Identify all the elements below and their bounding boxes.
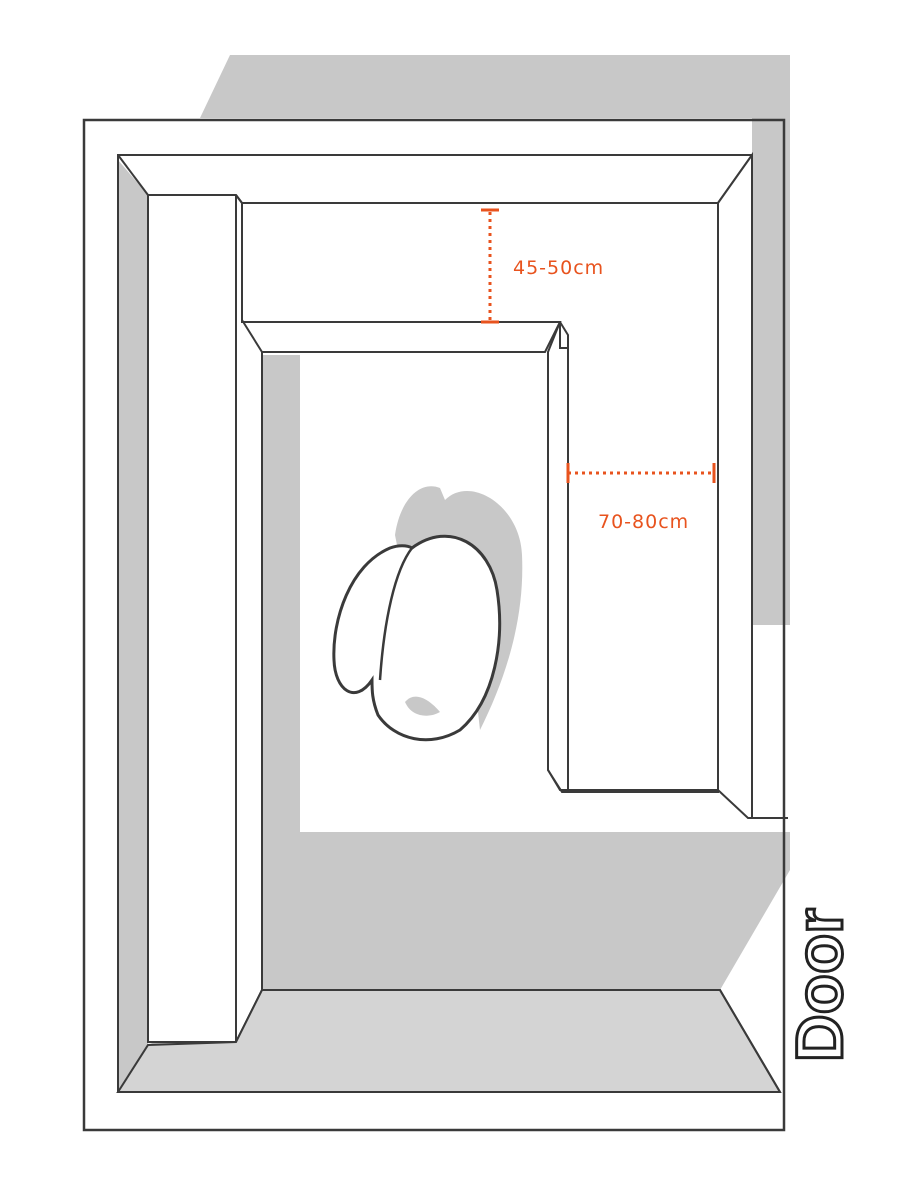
left-inner-shadow	[118, 160, 148, 1092]
right-column-front	[547, 203, 719, 793]
back-shadow	[200, 55, 790, 625]
floor-shadow	[262, 355, 790, 990]
width-label: 70-80cm	[598, 511, 689, 533]
ottoman-highlight	[405, 696, 440, 716]
frame-corner-top-left	[117, 154, 149, 196]
top-shelf	[235, 194, 718, 204]
right-wardrobe-column	[547, 151, 753, 819]
depth-label: 45-50cm	[513, 257, 604, 279]
ottoman-crease	[378, 547, 413, 681]
room-outer-frame	[82, 118, 786, 1132]
door-label: Door	[782, 908, 856, 1062]
depth-dimension: 45-50cm	[481, 208, 604, 324]
right-column-inner	[559, 321, 569, 790]
bottom-ledge-edge	[262, 989, 781, 1093]
width-dimension: 70-80cm	[566, 463, 716, 533]
ottoman-body	[332, 534, 502, 742]
ottoman-icon	[332, 486, 523, 742]
top-shelf-front	[241, 310, 562, 353]
